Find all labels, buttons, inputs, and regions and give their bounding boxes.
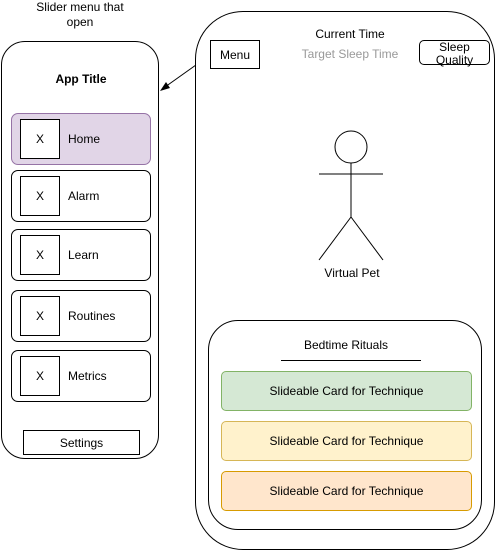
nav-item-learn[interactable]: X Learn — [11, 229, 151, 281]
annotation-line-2: open — [66, 15, 94, 29]
settings-button[interactable]: Settings — [23, 430, 140, 455]
placeholder-x-icon: X — [20, 296, 60, 336]
nav-item-label: Routines — [68, 309, 116, 323]
menu-button[interactable]: Menu — [210, 40, 260, 69]
nav-item-label: Metrics — [68, 369, 107, 383]
placeholder-x-icon: X — [20, 176, 60, 216]
placeholder-x-icon: X — [20, 356, 60, 396]
virtual-pet-label: Virtual Pet — [324, 266, 380, 280]
placeholder-x-icon: X — [20, 119, 60, 159]
slider-menu-drawer: App Title X Home X Alarm X Learn X Routi… — [1, 41, 159, 459]
technique-card[interactable]: Slideable Card for Technique — [221, 421, 472, 461]
nav-item-label: Alarm — [68, 189, 100, 203]
virtual-pet-figure[interactable] — [310, 125, 390, 265]
bedtime-rituals-title: Bedtime Rituals — [303, 338, 389, 352]
bedtime-rituals-panel: Bedtime Rituals Slideable Card for Techn… — [208, 320, 482, 530]
nav-item-label: Learn — [68, 248, 99, 262]
app-title: App Title — [55, 72, 107, 86]
nav-item-label: Home — [68, 132, 101, 146]
nav-item-home[interactable]: X Home — [11, 113, 151, 165]
annotation-line-1: Slider menu that — [36, 0, 124, 14]
title-divider — [281, 360, 421, 361]
sleep-quality-button[interactable]: Sleep Quality — [419, 40, 490, 67]
nav-item-metrics[interactable]: X Metrics — [11, 350, 151, 402]
target-sleep-time: Target Sleep Time — [301, 47, 399, 61]
technique-card[interactable]: Slideable Card for Technique — [221, 471, 472, 511]
current-time: Current Time — [315, 27, 385, 41]
placeholder-x-icon: X — [20, 235, 60, 275]
nav-item-alarm[interactable]: X Alarm — [11, 170, 151, 222]
technique-card[interactable]: Slideable Card for Technique — [221, 371, 472, 411]
annotation-note: Slider menu that open — [20, 0, 140, 30]
nav-item-routines[interactable]: X Routines — [11, 290, 151, 342]
